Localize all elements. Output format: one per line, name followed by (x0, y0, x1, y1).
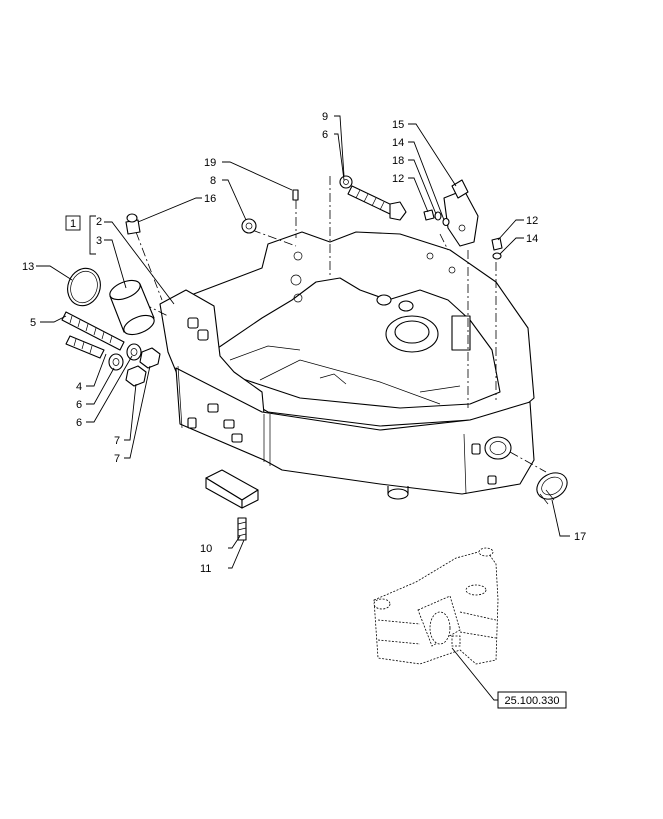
washer (108, 353, 124, 371)
washer (492, 252, 502, 260)
callout-9: 9 (322, 111, 328, 123)
callout-14: 14 (526, 233, 538, 245)
callout-2: 2 (96, 216, 102, 228)
o-ring (67, 267, 101, 307)
bushing (109, 279, 155, 336)
nut (139, 347, 161, 369)
callout-labels: 1 2 3 13 5 4 6 6 7 7 16 19 8 9 6 15 14 1… (22, 111, 586, 575)
callout-14: 14 (392, 137, 404, 149)
grease-fitting (125, 213, 141, 235)
callout-4: 4 (76, 381, 82, 393)
reference-assembly-ghost (373, 547, 499, 665)
callout-17: 17 (574, 531, 586, 543)
callout-11: 11 (200, 563, 211, 575)
callout-8: 8 (210, 175, 216, 187)
bolt (339, 175, 407, 221)
callout-18: 18 (392, 155, 404, 167)
callout-16: 16 (204, 193, 216, 205)
callout-7: 7 (114, 453, 120, 465)
leader-lines (36, 115, 570, 701)
stud-short (65, 335, 105, 359)
callout-12: 12 (526, 215, 538, 227)
callout-6: 6 (322, 129, 328, 141)
reference-label: 25.100.330 (504, 695, 559, 707)
screw (491, 237, 503, 251)
callout-10: 10 (200, 543, 212, 555)
callout-7: 7 (114, 435, 120, 447)
wear-block (205, 469, 259, 541)
assembly-number-box (65, 215, 81, 231)
washer (241, 218, 257, 234)
reference-link-box[interactable]: 25.100.330 (497, 691, 567, 709)
callout-3: 3 (96, 235, 102, 247)
callout-1: 1 (70, 218, 76, 230)
pin (292, 189, 299, 201)
callout-19: 19 (204, 157, 216, 169)
callout-6: 6 (76, 417, 82, 429)
plug (536, 472, 568, 505)
callout-13: 13 (22, 261, 34, 273)
callout-6: 6 (76, 399, 82, 411)
axle-support-frame (159, 231, 535, 500)
callout-5: 5 (30, 317, 36, 329)
callout-12: 12 (392, 173, 404, 185)
nut (125, 365, 147, 387)
bracket (423, 179, 479, 247)
washer (126, 343, 142, 361)
callout-15: 15 (392, 119, 404, 131)
